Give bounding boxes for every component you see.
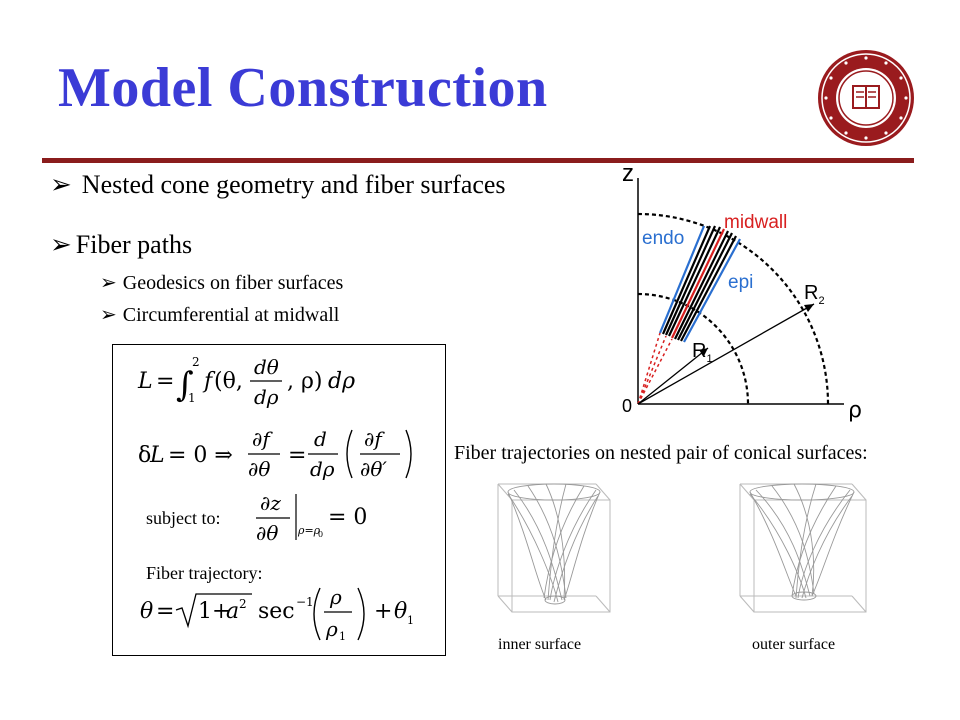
bullet-fiber-paths: ➢Fiber paths <box>50 230 193 260</box>
svg-text:dρ: dρ <box>310 457 335 481</box>
r2-arc <box>637 212 830 405</box>
university-seal-icon <box>818 50 914 146</box>
svg-text:+: + <box>374 599 392 624</box>
midwall-label: midwall <box>724 212 788 233</box>
svg-text:(θ,: (θ, <box>214 369 243 394</box>
svg-text:∫: ∫ <box>176 365 194 405</box>
svg-text:1+: 1+ <box>198 599 230 624</box>
svg-text:∂f: ∂f <box>252 427 273 451</box>
arrow-bullet-icon: ➢ <box>50 170 72 200</box>
slide-title: Model Construction <box>58 57 548 119</box>
z-axis-label: z <box>622 160 634 187</box>
svg-text:d: d <box>314 427 327 451</box>
svg-text:1: 1 <box>339 630 346 643</box>
rho-axis-label: ρ <box>848 398 862 423</box>
svg-text:θ: θ <box>394 599 407 624</box>
arrow-bullet-icon: ➢ <box>100 302 117 326</box>
svg-text:dρ: dρ <box>254 385 279 409</box>
svg-text:2: 2 <box>239 597 247 611</box>
svg-text:δ: δ <box>138 443 151 468</box>
svg-text:1: 1 <box>407 614 414 627</box>
nested-cone-diagram <box>637 178 844 405</box>
formula-equations: L = ∫ 2 1 f (θ, dθ dρ , ρ) dρ δ L = 0 ⇒ … <box>137 355 414 643</box>
svg-text:∂θ′: ∂θ′ <box>360 457 387 481</box>
inner-dashed-lines <box>637 332 673 405</box>
svg-text:0: 0 <box>318 530 323 539</box>
r1-arrow <box>637 347 709 405</box>
formula-box <box>112 344 446 656</box>
r1-label: R1 <box>692 340 713 365</box>
outer-surface-label: outer surface <box>752 636 836 653</box>
r2-arrow <box>637 303 815 405</box>
inner-surface-plot <box>494 478 620 638</box>
svg-text:, ρ): , ρ) <box>287 369 323 394</box>
svg-text:∂f: ∂f <box>364 427 385 451</box>
sub-bullet-geodesics: ➢Geodesics on fiber surfaces <box>100 270 344 294</box>
sub-bullet-circumferential: ➢Circumferential at midwall <box>100 302 340 326</box>
svg-text:a: a <box>226 599 239 624</box>
svg-text:1: 1 <box>188 391 196 405</box>
fiber-trajectory-label: Fiber trajectory: <box>146 563 263 583</box>
origin-label: 0 <box>622 396 633 416</box>
bullet-nested-cone: ➢Nested cone geometry and fiber surfaces <box>50 170 506 200</box>
svg-text:L: L <box>137 369 153 394</box>
surfaces-caption: Fiber trajectories on nested pair of con… <box>454 442 868 464</box>
svg-text:L: L <box>149 443 165 468</box>
inner-surface-label: inner surface <box>498 636 582 653</box>
svg-text:dθ: dθ <box>254 355 279 379</box>
r1-arc <box>637 292 750 405</box>
svg-text:=: = <box>156 599 174 624</box>
svg-text:ρ: ρ <box>329 585 342 609</box>
svg-text:ρ=ρ: ρ=ρ <box>297 524 321 537</box>
svg-text:=: = <box>288 443 306 468</box>
title-divider <box>42 158 914 163</box>
r2-label: R2 <box>804 282 825 307</box>
svg-text:∂z: ∂z <box>260 491 281 515</box>
endo-label: endo <box>642 228 685 249</box>
subject-to-label: subject to: <box>146 508 221 528</box>
svg-text:2: 2 <box>192 355 200 369</box>
svg-text:θ: θ <box>140 599 153 624</box>
svg-text:−1: −1 <box>296 595 314 609</box>
outer-surface-plot <box>736 478 880 638</box>
arrow-bullet-icon: ➢ <box>50 230 72 260</box>
epi-label: epi <box>728 272 754 293</box>
fiber-bundle-lines <box>658 225 741 343</box>
svg-text:ρ: ρ <box>325 617 338 641</box>
svg-text:= 0 ⇒: = 0 ⇒ <box>168 443 233 468</box>
arrow-bullet-icon: ➢ <box>100 270 117 294</box>
svg-text:sec: sec <box>258 599 295 624</box>
svg-text:∂θ: ∂θ <box>248 457 270 481</box>
svg-text:dρ: dρ <box>328 369 355 394</box>
svg-text:∂θ: ∂θ <box>256 521 278 545</box>
svg-text:=: = <box>156 369 174 394</box>
svg-text:= 0: = 0 <box>328 505 367 530</box>
